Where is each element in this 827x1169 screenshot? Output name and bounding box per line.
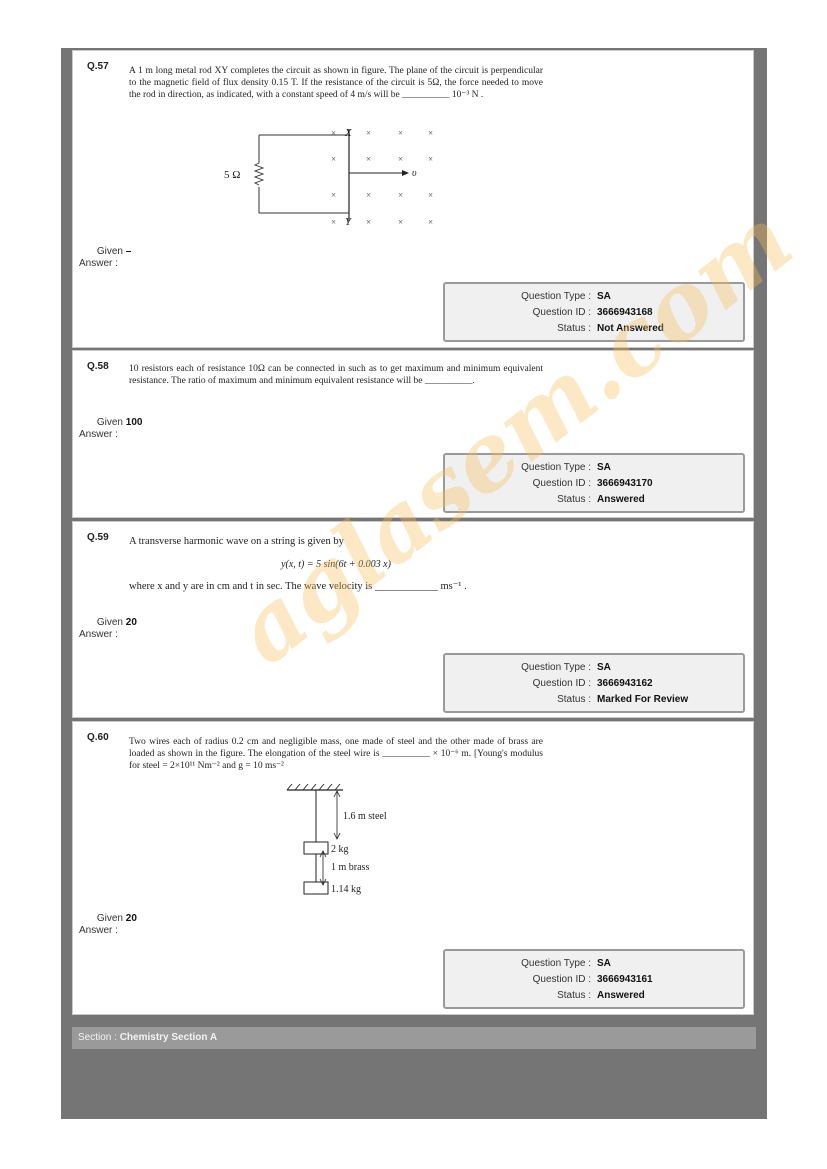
svg-text:×: × (331, 154, 336, 164)
question-number: Q.58 (87, 361, 109, 372)
question-type-label: Question Type : (521, 291, 591, 302)
svg-text:×: × (428, 217, 433, 227)
svg-text:×: × (331, 190, 336, 200)
question-equation: y(x, t) = 5 sin(6t + 0.003 x) (281, 559, 391, 570)
svg-text:×: × (398, 190, 403, 200)
given-label: Given (96, 617, 123, 628)
given-value: – (125, 246, 132, 257)
given-value: 20 (125, 617, 137, 628)
status-label: Status : (557, 694, 591, 705)
question-id-label: Question ID : (532, 974, 591, 985)
svg-text:×: × (366, 190, 371, 200)
svg-text:×: × (428, 128, 433, 138)
given-label: Given (96, 417, 123, 428)
circuit-figure: × × × × × × × × × × × × × × × × 5 Ω X Y υ (224, 127, 433, 228)
section-label: Section : (78, 1032, 120, 1043)
question-card-59: Q.59 A transverse harmonic wave on a str… (72, 521, 754, 718)
question-id-value: 3666943170 (597, 478, 653, 489)
question-text: 10 resistors each of resistance 10Ω can … (129, 364, 543, 386)
svg-text:×: × (398, 128, 403, 138)
status-value: Answered (597, 494, 645, 505)
question-id-value: 3666943161 (597, 974, 653, 985)
given-label: Given (96, 246, 123, 257)
label-y: Y (345, 216, 353, 228)
svg-text:×: × (366, 217, 371, 227)
question-meta: Question Type : SA Question ID : 366694316… (443, 949, 745, 1009)
question-type-value: SA (597, 462, 611, 473)
status-value: Not Answered (597, 323, 664, 334)
svg-text:×: × (366, 154, 371, 164)
svg-text:×: × (366, 128, 371, 138)
question-type-label: Question Type : (521, 462, 591, 473)
question-meta: Question Type : SA Question ID : 366694317… (443, 453, 745, 513)
section-name: Chemistry Section A (119, 1032, 218, 1043)
resistor-icon (253, 162, 265, 186)
question-id-label: Question ID : (532, 307, 591, 318)
question-number: Q.57 (87, 61, 109, 72)
question-card-57: Q.57 A 1 m long metal rod XY completes t… (72, 50, 754, 348)
svg-text:×: × (398, 154, 403, 164)
question-type-value: SA (597, 662, 611, 673)
given-answer: Given – Answer : (79, 246, 131, 270)
answer-label: Answer : (79, 629, 118, 640)
steel-label: 1.6 m steel (343, 811, 387, 822)
status-value: Marked For Review (597, 694, 689, 705)
question-card-58: Q.58 10 resistors each of resistance 10Ω… (72, 350, 754, 518)
svg-text:×: × (428, 190, 433, 200)
question-number: Q.60 (87, 732, 109, 743)
question-type-label: Question Type : (521, 662, 591, 673)
question-type-value: SA (597, 291, 611, 302)
mass-1-14kg (303, 881, 329, 895)
svg-text:×: × (398, 217, 403, 227)
question-text-line1: A transverse harmonic wave on a string i… (129, 536, 344, 547)
resistor-label: 5 Ω (224, 169, 240, 181)
status-label: Status : (557, 990, 591, 1001)
svg-text:×: × (428, 154, 433, 164)
question-id-value: 3666943168 (597, 307, 653, 318)
mass-2kg (303, 841, 329, 855)
label-x: X (344, 127, 353, 139)
svg-text:×: × (331, 128, 336, 138)
question-id-label: Question ID : (532, 678, 591, 689)
given-answer: Given 20 Answer : (79, 913, 137, 937)
status-label: Status : (557, 323, 591, 334)
question-type-label: Question Type : (521, 958, 591, 969)
question-text: Two wires each of radius 0.2 cm and negl… (129, 737, 543, 771)
question-id-value: 3666943162 (597, 678, 653, 689)
mass2-label: 1.14 kg (331, 884, 361, 895)
svg-text:×: × (331, 217, 336, 227)
given-answer: Given 100 Answer : (79, 417, 142, 441)
question-text-line2: where x and y are in cm and t in sec. Th… (129, 581, 467, 592)
question-type-value: SA (597, 958, 611, 969)
answer-label: Answer : (79, 258, 118, 269)
question-number: Q.59 (87, 532, 109, 543)
question-meta: Question Type : SA Question ID : 366694316… (443, 653, 745, 713)
velocity-label: υ (412, 168, 417, 179)
arrow-right-icon (402, 170, 409, 176)
answer-label: Answer : (79, 429, 118, 440)
given-value: 20 (125, 913, 137, 924)
given-answer: Given 20 Answer : (79, 617, 137, 641)
question-id-label: Question ID : (532, 478, 591, 489)
status-value: Answered (597, 990, 645, 1001)
question-meta: Question Type : SA Question ID : 366694316… (443, 282, 745, 342)
mass1-label: 2 kg (331, 844, 349, 855)
answer-label: Answer : (79, 925, 118, 936)
brass-label: 1 m brass (331, 862, 369, 873)
question-text: A 1 m long metal rod XY completes the ci… (129, 66, 543, 100)
status-label: Status : (557, 494, 591, 505)
question-card-60: Q.60 Two wires each of radius 0.2 cm and… (72, 721, 754, 1015)
given-label: Given (96, 913, 123, 924)
wire-figure: 1.6 m steel 2 kg 1 m brass 1.14 kg (286, 784, 387, 895)
given-value: 100 (125, 417, 143, 428)
section-bar: Section : Chemistry Section A (72, 1027, 756, 1049)
